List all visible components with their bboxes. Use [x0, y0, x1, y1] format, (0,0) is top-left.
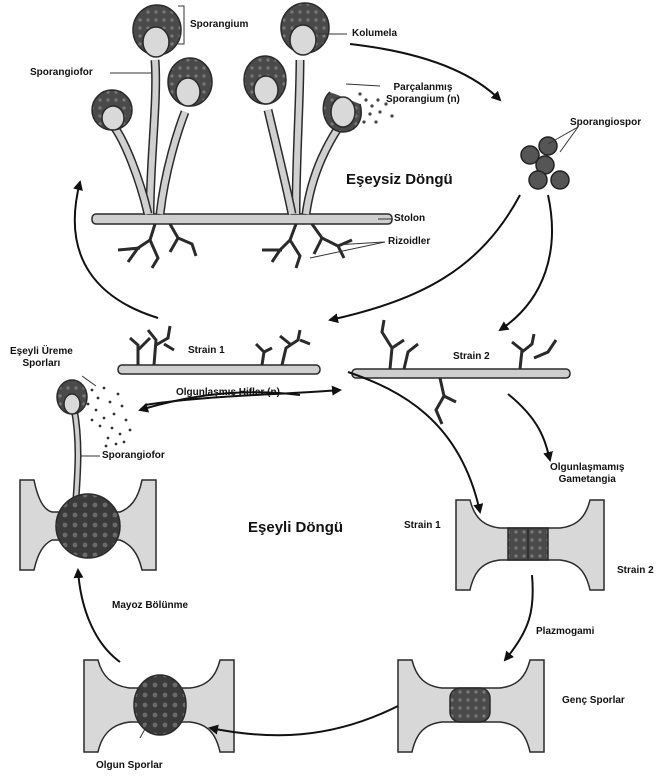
- mature-spores-stage: [84, 660, 234, 752]
- label-sporangiofor-sexual: Sporangiofor: [102, 450, 165, 462]
- label-broken-sporangium: Parçalanmış Sporangium (n): [386, 82, 460, 106]
- arrow-hyphae-to-sexual: [348, 372, 480, 512]
- label-strain-2-mid: Strain 2: [617, 565, 654, 577]
- rhizoids-left: [118, 224, 196, 268]
- label-mature-spores: Olgun Sporlar: [96, 760, 163, 772]
- sexual-spore-spray: [87, 387, 132, 448]
- sexual-sporangium: [57, 380, 131, 498]
- label-strain-2-top: Strain 2: [453, 351, 490, 363]
- hypha-strain-2: [352, 369, 570, 378]
- rhizoids-right: [262, 224, 352, 268]
- arrow-gametangia-to-young: [505, 575, 533, 660]
- label-plazmogami: Plazmogami: [536, 626, 594, 638]
- arrow-strain2-to-gametangia: [508, 394, 550, 460]
- sporangiospore-cluster: [521, 137, 569, 189]
- label-immature-gametangia-line2: Gametangia: [550, 474, 624, 486]
- label-sporangiofor: Sporangiofor: [30, 67, 93, 79]
- label-stolon: Stolon: [394, 213, 425, 225]
- stolon: [92, 214, 392, 224]
- label-strain-1-mid: Strain 1: [404, 520, 441, 532]
- label-sexual-spores: Eşeyli Üreme Sporları: [10, 346, 73, 370]
- arrow-young-to-mature: [210, 706, 398, 735]
- label-sporangium: Sporangium: [190, 19, 248, 31]
- label-sexual-spores-line2: Sporları: [10, 358, 73, 370]
- label-broken-sporangium-line1: Parçalanmış: [386, 82, 460, 94]
- label-kolumela: Kolumela: [352, 28, 397, 40]
- label-immature-gametangia: Olgunlaşmamış Gametangia: [550, 462, 624, 486]
- hyphae: [118, 320, 570, 424]
- label-sexual-spores-line1: Eşeyli Üreme: [10, 346, 73, 358]
- hypha-strain-1: [118, 365, 320, 374]
- label-meiosis: Mayoz Bölünme: [112, 600, 188, 612]
- label-rizoidler: Rizoidler: [388, 236, 430, 248]
- cycle-arrows: [75, 44, 552, 735]
- broken-sporangium: [323, 92, 393, 132]
- arrow-mature-to-meiosis: [78, 570, 120, 662]
- germinating-zygospore: [20, 480, 156, 570]
- title-asexual-cycle: Eşeysiz Döngü: [346, 171, 453, 188]
- label-broken-sporangium-line2: Sporangium (n): [386, 94, 460, 106]
- label-immature-gametangia-line1: Olgunlaşmamış: [550, 462, 624, 474]
- label-sporangiospor: Sporangiospor: [570, 117, 641, 129]
- immature-gametangia: [456, 500, 604, 590]
- label-young-spores: Genç Sporlar: [562, 695, 625, 707]
- label-strain-1-top: Strain 1: [188, 345, 225, 357]
- title-sexual-cycle: Eşeyli Döngü: [248, 519, 343, 536]
- young-spores-stage: [398, 660, 544, 752]
- label-mature-hyphae: Olgunlaşmış Hifler (n): [176, 387, 280, 399]
